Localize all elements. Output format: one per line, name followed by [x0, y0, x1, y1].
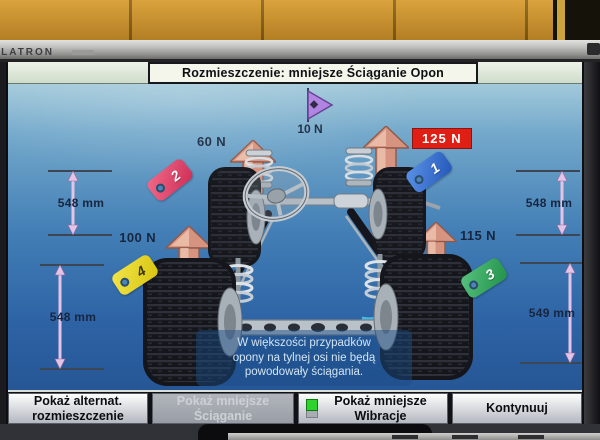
- chassis-diagram: [143, 147, 473, 386]
- tiled-wall: [0, 0, 600, 42]
- alignment-software-screen: Rozmieszczenie: mniejsze Ściąganie Opon …: [6, 62, 584, 424]
- green-indicator-icon: [306, 399, 318, 411]
- info-note: W większości przypadków opony na tylnej …: [196, 330, 412, 386]
- measurement-value: 548 mm: [57, 196, 105, 210]
- continue-button[interactable]: Kontynuuj: [452, 393, 582, 424]
- button-label: Pokaż alternat.: [33, 394, 123, 409]
- show-less-pull-button[interactable]: Pokaż mniejsze Ściąganie: [152, 393, 294, 424]
- diagram-background: [8, 84, 582, 390]
- page-title: Rozmieszczenie: mniejsze Ściąganie Opon: [148, 62, 478, 84]
- direction-arrow-icon: [307, 88, 334, 122]
- vertical-arrow-icon: [556, 171, 568, 235]
- button-label: Kontynuuj: [486, 401, 548, 416]
- gray-indicator-icon: [306, 411, 318, 418]
- note-line: W większości przypadków: [237, 336, 371, 349]
- monitor-button[interactable]: [392, 435, 418, 439]
- monitor-right-bezel: [584, 62, 600, 440]
- note-line: powodowały ściągania.: [244, 366, 364, 379]
- show-alternate-layout-button[interactable]: Pokaż alternat. rozmieszczenie: [8, 393, 148, 424]
- force-arrow-up-icon: [363, 126, 409, 182]
- button-label: rozmieszczenie: [32, 408, 124, 423]
- force-label-rear-left: 100 N: [119, 230, 156, 245]
- status-indicator: [306, 399, 318, 418]
- measurement-value: 548 mm: [49, 310, 97, 324]
- measurement-rear-left: 548 mm: [40, 264, 104, 370]
- vertical-arrow-icon: [54, 265, 66, 369]
- steering-wheel-icon: [242, 166, 310, 222]
- monitor-button[interactable]: [452, 435, 478, 439]
- direction-force-label: 10 N: [297, 122, 323, 136]
- monitor-top-bezel: FLATRON: [0, 40, 600, 62]
- measurement-front-left: 548 mm: [48, 170, 112, 236]
- monitor-model-smudge: [72, 50, 94, 55]
- monitor-left-bezel: [0, 62, 6, 440]
- front-right-tire: [368, 167, 426, 261]
- button-label: Wibracje: [354, 408, 407, 423]
- rear-right-tire: [373, 254, 473, 380]
- monitor-logo: [587, 43, 600, 55]
- button-label: Pokaż mniejsze: [176, 394, 270, 409]
- measurement-value: 548 mm: [525, 196, 573, 210]
- measurement-front-right: 548 mm: [516, 170, 580, 236]
- force-label-front-right: 125 N: [412, 128, 472, 149]
- button-label: Pokaż mniejsze: [334, 394, 427, 409]
- force-label-rear-right: 115 N: [460, 228, 496, 243]
- dark-pillar: [553, 0, 600, 44]
- vertical-arrow-icon: [564, 263, 576, 363]
- button-bar: Pokaż alternat. rozmieszczenie Pokaż mni…: [8, 390, 582, 424]
- front-right-spring: [344, 147, 374, 187]
- rear-left-tire: [143, 258, 243, 386]
- measurement-rear-right: 549 mm: [520, 262, 582, 364]
- measurement-value: 549 mm: [528, 306, 576, 320]
- monitor-button[interactable]: [518, 435, 544, 439]
- monitor-brand: FLATRON: [0, 47, 55, 58]
- show-less-vibration-button[interactable]: Pokaż mniejsze Wibracje: [298, 393, 448, 424]
- vertical-arrow-icon: [67, 171, 79, 235]
- note-line: opony na tylnej osi nie będą: [232, 351, 376, 364]
- button-label: Ściąganie: [193, 408, 253, 423]
- force-label-front-left: 60 N: [196, 134, 226, 149]
